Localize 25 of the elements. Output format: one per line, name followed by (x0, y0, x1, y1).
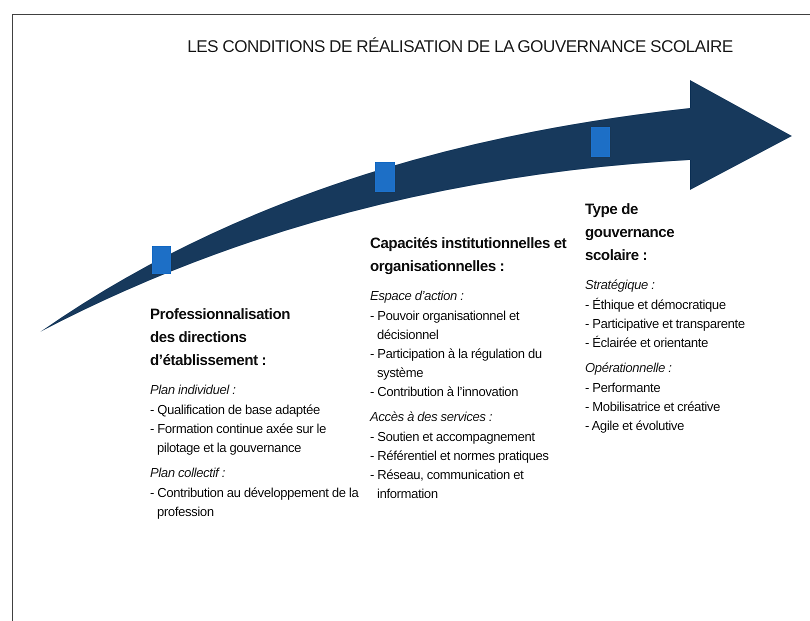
section-subheading: Opérationnelle : (585, 359, 673, 377)
list-item: - Qualification de base adaptée (150, 401, 321, 419)
list-item: - Référentiel et normes pratiques (370, 447, 550, 465)
diagram-title: LES CONDITIONS DE RÉALISATION DE LA GOUVERNANCE SCOLAIRE (186, 36, 734, 58)
section-subheading: Stratégique : (585, 276, 656, 294)
section-subheading: Plan collectif : (150, 464, 226, 482)
list-item: - Éthique et démocratique (585, 296, 727, 314)
section-subheading: Espace d’action : (370, 287, 464, 305)
list-item: - Soutien et accompagnement (370, 428, 536, 446)
list-item: - Mobilisatrice et créative (585, 398, 721, 416)
list-item: - Agile et évolutive (585, 417, 686, 435)
section-subheading: Plan individuel : (150, 381, 237, 399)
list-item: - Formation continue axée sur le pilotage et la gouvernance (150, 420, 328, 457)
list-item: - Éclairée et orientante (585, 334, 709, 352)
list-item: - Contribution à l’innovation (370, 383, 520, 401)
column-heading: Capacités institutionnelles et organisationnelles : (370, 234, 568, 277)
list-item: - Performante (585, 379, 662, 397)
column-heading: Type de gouvernance scolaire : (585, 200, 676, 266)
list-item: - Contribution au développement de la profession (150, 484, 360, 521)
section-subheading: Accès à des services : (370, 408, 494, 426)
list-item: - Pouvoir organisationnel et décisionnel (370, 307, 520, 344)
list-item: - Participative et transparente (585, 315, 746, 333)
column-heading: Professionnalisation des directions d’établissement : (150, 305, 292, 371)
list-item: - Participation à la régulation du système (370, 345, 543, 382)
list-item: - Réseau, communication et information (370, 466, 525, 503)
